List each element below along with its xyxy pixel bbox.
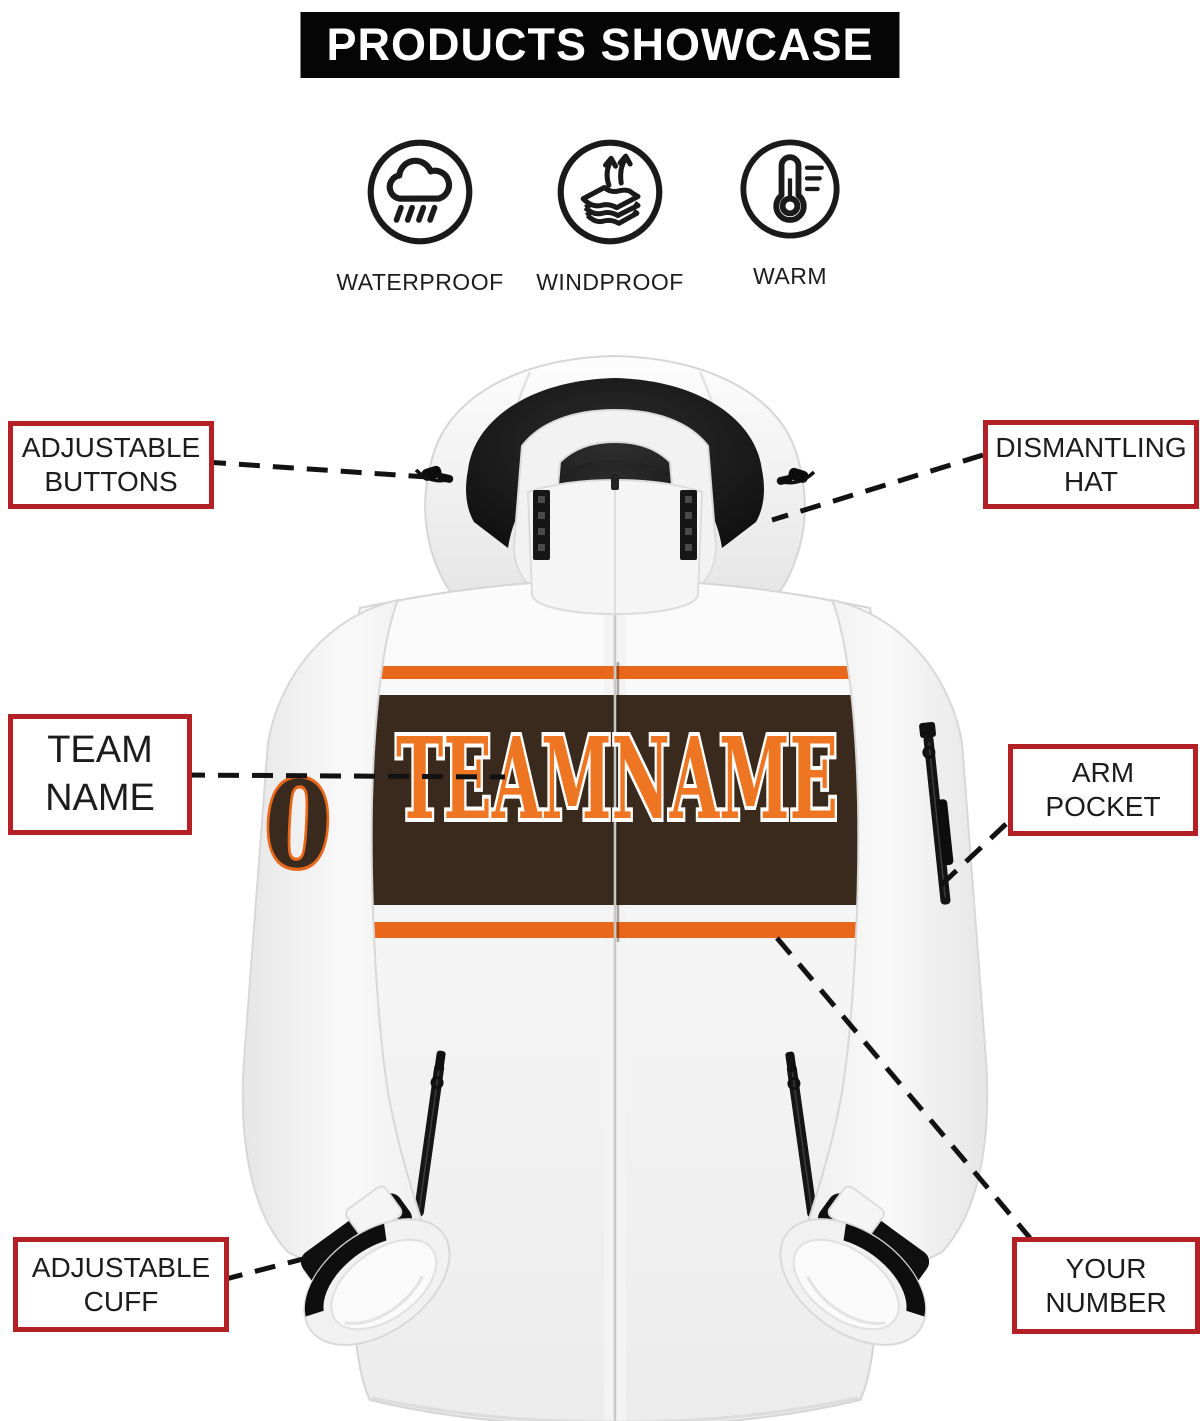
page-title: PRODUCTS SHOWCASE [300,12,900,78]
air-arrows [603,153,633,188]
windproof-icon [557,139,663,245]
warm-icon [740,139,840,239]
team-name-print: TEAMNAME [396,714,838,845]
feature-waterproof: WATERPROOF [330,136,510,296]
callout-text: TEAM [47,729,153,771]
rain-lines [393,204,438,223]
custom-jacket: TEAMNAME 0 [241,354,989,1421]
collar-snap-strips [533,490,697,560]
callout-text: YOUR [1065,1252,1147,1284]
waterproof-icon [367,139,473,245]
fabric-layers [580,185,641,226]
callout-arm-pocket: ARM POCKET [1008,744,1198,836]
heat-lines [804,165,824,192]
jacket-collar [526,474,704,616]
callout-text: HAT [1064,465,1118,497]
jacket-image: TEAMNAME 0 [230,350,990,1421]
feature-label-waterproof: WATERPROOF [336,269,504,295]
hem-seam [371,1396,859,1421]
callout-text: CUFF [83,1285,159,1317]
callout-text: ADJUSTABLE [21,432,201,464]
jacket-body: TEAMNAME [347,579,883,1421]
callout-dismantling-hat: DISMANTLING HAT [983,420,1199,509]
feature-label-warm: WARM [753,263,827,289]
collar-zipper-top [611,474,619,490]
feature-windproof: WINDPROOF [520,136,700,296]
callout-text: ADJUSTABLE [31,1251,211,1283]
callout-your-number: YOUR NUMBER [1012,1237,1200,1334]
callout-text: DISMANTLING [995,431,1187,463]
sleeve-number-print: 0 [261,753,334,895]
callout-team-name: TEAM NAME [8,714,192,835]
callout-adjustable-cuff: ADJUSTABLE CUFF [13,1237,229,1332]
callout-text: NAME [45,776,155,819]
feature-warm: WARM [700,136,880,290]
callout-adjustable-buttons: ADJUSTABLE BUTTONS [8,421,214,509]
callout-text: BUTTONS [44,466,178,497]
page-title-text: PRODUCTS SHOWCASE [326,19,874,70]
callout-text: NUMBER [1045,1286,1167,1318]
feature-label-windproof: WINDPROOF [536,269,684,295]
callout-text: ARM [1071,757,1135,789]
callout-text: POCKET [1045,791,1161,822]
